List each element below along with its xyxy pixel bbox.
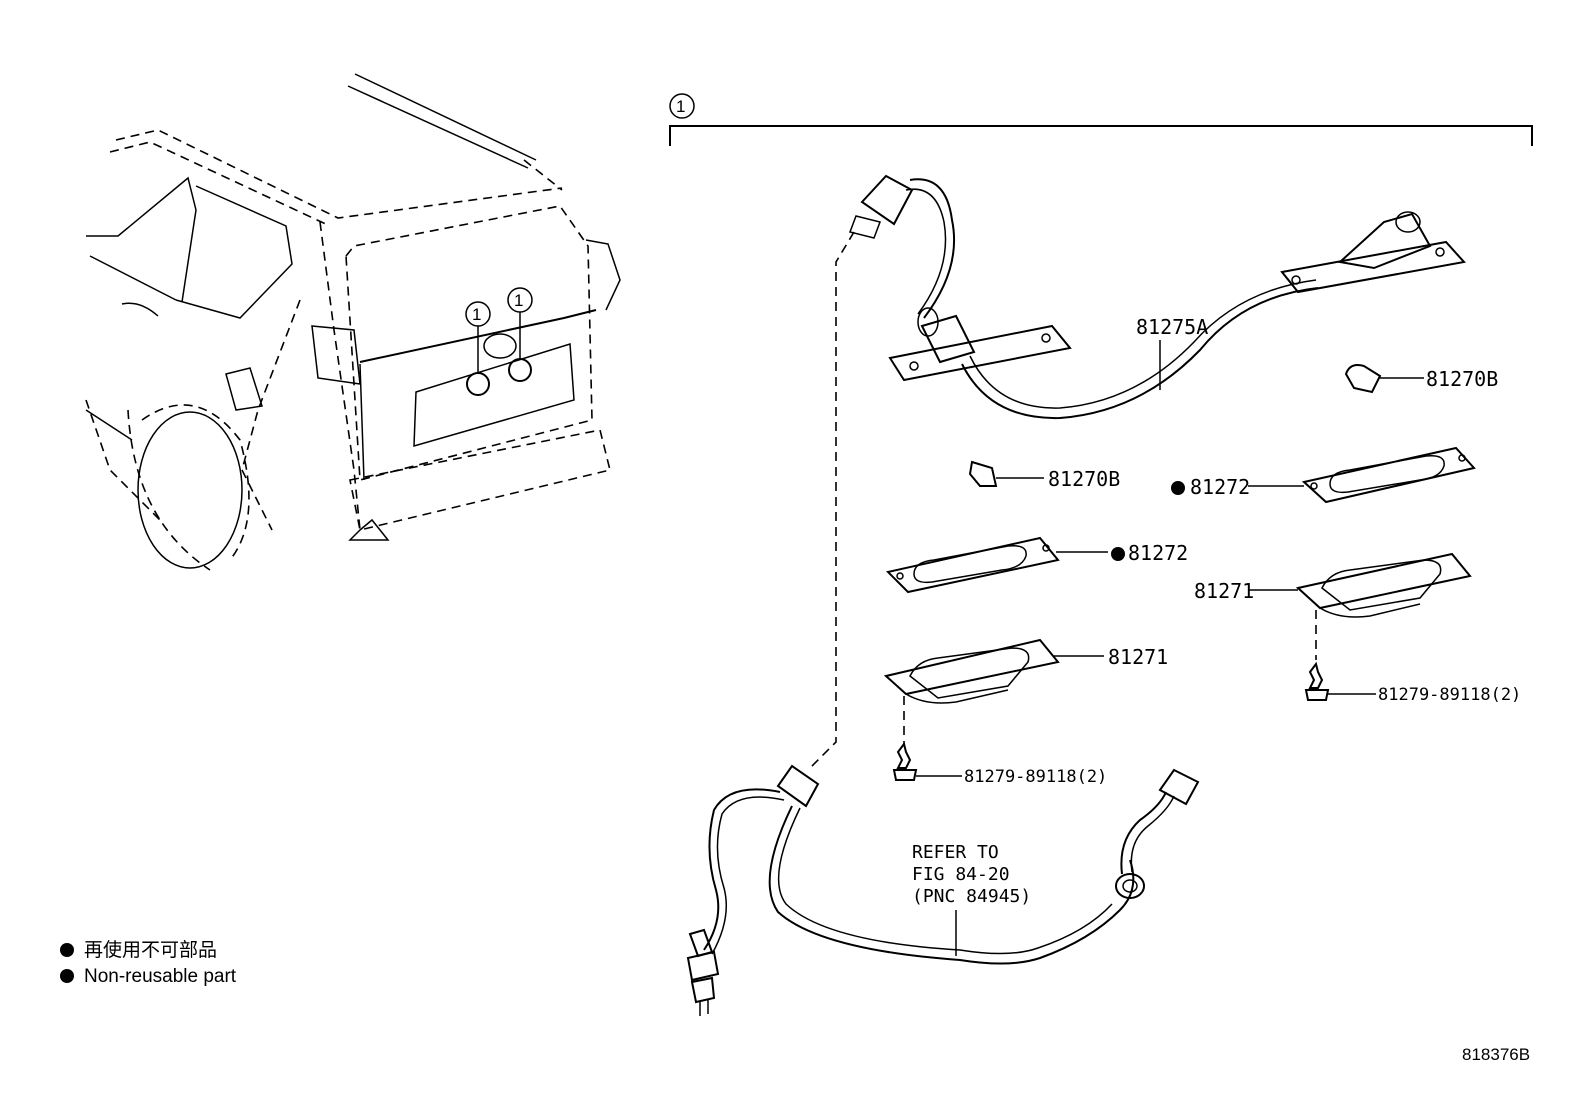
- callouts: 81275A 81270B 81270B 81272 81272 81271 8…: [964, 315, 1521, 787]
- legend-jp: 再使用不可部品: [84, 939, 217, 961]
- refer-note-line1: REFER TO: [912, 842, 999, 863]
- callout-bulb-right: 81270B: [1426, 367, 1498, 391]
- vehicle-ref-mark-right: 1: [514, 291, 523, 310]
- callout-bulb-left: 81270B: [1048, 467, 1120, 491]
- vehicle-rear-view: 1 1: [85, 73, 621, 571]
- lens-left: [883, 638, 1104, 746]
- legend-dot-en: [60, 969, 74, 983]
- refer-note-line2: FIG 84-20: [912, 864, 1010, 885]
- non-reusable-dot-right: [1171, 481, 1185, 495]
- legend: 再使用不可部品 Non-reusable part: [60, 939, 237, 987]
- refer-note-line3: (PNC 84945): [912, 886, 1031, 907]
- lens-right: [1248, 552, 1472, 660]
- gasket-right: [1248, 446, 1476, 504]
- screw-left: [892, 741, 962, 781]
- callout-lens-left: 81271: [1108, 645, 1168, 669]
- lower-harness: [686, 764, 1200, 1016]
- assembly-bracket: 1: [669, 93, 1533, 146]
- lamp-harness: [807, 174, 1466, 771]
- non-reusable-dot-left: [1111, 547, 1125, 561]
- gasket-left: [886, 536, 1108, 594]
- callout-gasket-right: 81272: [1190, 475, 1250, 499]
- callout-gasket-left: 81272: [1128, 541, 1188, 565]
- legend-en: Non-reusable part: [84, 966, 237, 987]
- screw-right: [1304, 661, 1376, 701]
- vehicle-ref-mark-left: 1: [472, 305, 481, 324]
- callout-screw-left: 81279-89118(2): [964, 767, 1107, 787]
- refer-note: REFER TO FIG 84-20 (PNC 84945): [912, 842, 1031, 907]
- callout-lens-right: 81271: [1194, 579, 1254, 603]
- bulb-left: [968, 460, 1044, 487]
- callout-harness: 81275A: [1136, 315, 1208, 339]
- figure-id: 818376B: [1462, 1045, 1530, 1064]
- bulb-right: [1344, 364, 1424, 394]
- assembly-ref-mark: 1: [676, 97, 685, 116]
- legend-dot-jp: [60, 943, 74, 957]
- callout-screw-right: 81279-89118(2): [1378, 685, 1521, 705]
